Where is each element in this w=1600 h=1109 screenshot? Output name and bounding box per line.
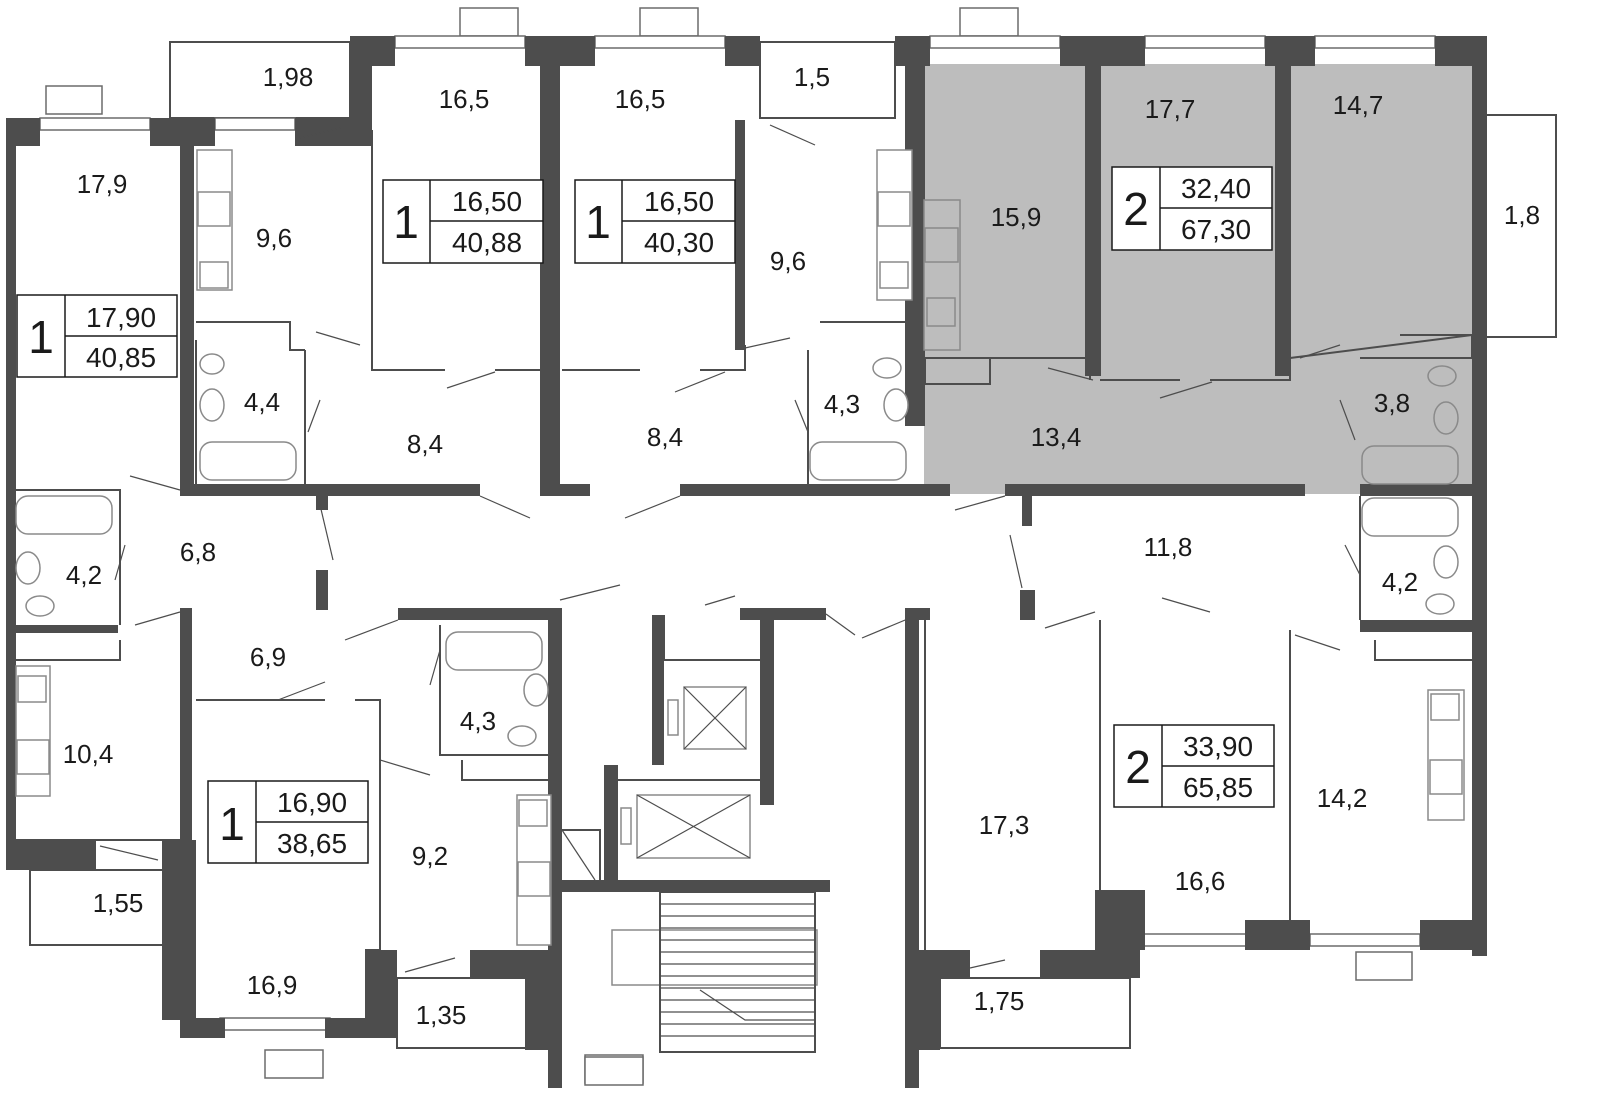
room-area-label: 15,9: [991, 202, 1042, 232]
room-area-label: 17,7: [1145, 94, 1196, 124]
room-area-label: 1,35: [416, 1000, 467, 1030]
apartment-living-area: 32,40: [1181, 173, 1251, 204]
room-area-label: 14,2: [1317, 783, 1368, 813]
apartment-room-count: 1: [393, 196, 419, 248]
apartment-living-area: 33,90: [1183, 731, 1253, 762]
apartment-info-box[interactable]: 1 16,90 38,65: [207, 780, 369, 864]
partitions: [16, 130, 1473, 951]
apartment-room-count: 2: [1125, 741, 1151, 793]
apartment-total-area: 65,85: [1183, 772, 1253, 803]
apartment-room-count: 1: [585, 196, 611, 248]
room-area-label: 4,3: [824, 389, 860, 419]
apartment-total-area: 67,30: [1181, 214, 1251, 245]
room-area-label: 11,8: [1144, 532, 1193, 562]
apartment-room-count: 2: [1123, 183, 1149, 235]
room-area-label: 8,4: [407, 429, 443, 459]
elevator-shaft-2: [620, 794, 751, 859]
room-area-label: 1,98: [263, 62, 314, 92]
room-area-label: 4,3: [460, 706, 496, 736]
apartment-room-count: 1: [28, 311, 54, 363]
room-labels: 17,9 1,98 9,6 16,5 16,5 1,5 9,6 15,9 17,…: [63, 62, 1540, 1030]
elevator-shaft-1: [667, 686, 747, 750]
walls: [6, 36, 1487, 1088]
room-area-label: 1,5: [794, 62, 830, 92]
room-area-label: 9,6: [770, 246, 806, 276]
apartment-living-area: 16,50: [644, 186, 714, 217]
apartment-info-box-selected[interactable]: 2 32,40 67,30: [1111, 166, 1273, 251]
room-area-label: 6,8: [180, 537, 216, 567]
room-area-label: 9,2: [412, 841, 448, 871]
doors: [99, 124, 1361, 973]
apartment-total-area: 40,30: [644, 227, 714, 258]
room-area-label: 16,6: [1175, 866, 1226, 896]
apartment-total-area: 40,85: [86, 342, 156, 373]
windows: [39, 7, 1436, 1084]
room-area-label: 6,9: [250, 642, 286, 672]
apartment-living-area: 16,50: [452, 186, 522, 217]
apartment-living-area: 17,90: [86, 302, 156, 333]
room-area-label: 14,7: [1333, 90, 1384, 120]
room-area-label: 4,4: [244, 387, 280, 417]
room-area-label: 1,75: [974, 986, 1025, 1016]
apartment-info-box[interactable]: 2 33,90 65,85: [1113, 724, 1275, 808]
room-area-label: 3,8: [1374, 388, 1410, 418]
apartment-info-box[interactable]: 1 16,50 40,30: [574, 179, 736, 264]
room-area-label: 16,9: [247, 970, 298, 1000]
room-area-label: 17,9: [77, 169, 128, 199]
apartment-info-box[interactable]: 1 16,50 40,88: [382, 179, 544, 264]
apartment-info-box[interactable]: 1 17,90 40,85: [16, 294, 178, 378]
room-area-label: 1,8: [1504, 200, 1540, 230]
highlighted-apartment[interactable]: [924, 64, 1472, 494]
room-area-label: 4,2: [1382, 567, 1418, 597]
apartment-total-area: 38,65: [277, 828, 347, 859]
apartment-living-area: 16,90: [277, 787, 347, 818]
apartment-room-count: 1: [219, 798, 245, 850]
room-area-label: 1,55: [93, 888, 144, 918]
room-area-label: 17,3: [979, 810, 1030, 840]
room-area-label: 10,4: [63, 739, 114, 769]
room-area-label: 13,4: [1031, 422, 1082, 452]
room-area-label: 16,5: [439, 84, 490, 114]
room-area-label: 4,2: [66, 560, 102, 590]
room-area-label: 9,6: [256, 223, 292, 253]
apartment-total-area: 40,88: [452, 227, 522, 258]
room-area-label: 16,5: [615, 84, 666, 114]
room-area-label: 8,4: [647, 422, 683, 452]
staircase: [584, 891, 818, 1086]
plumbing-fixtures: [15, 149, 1465, 946]
